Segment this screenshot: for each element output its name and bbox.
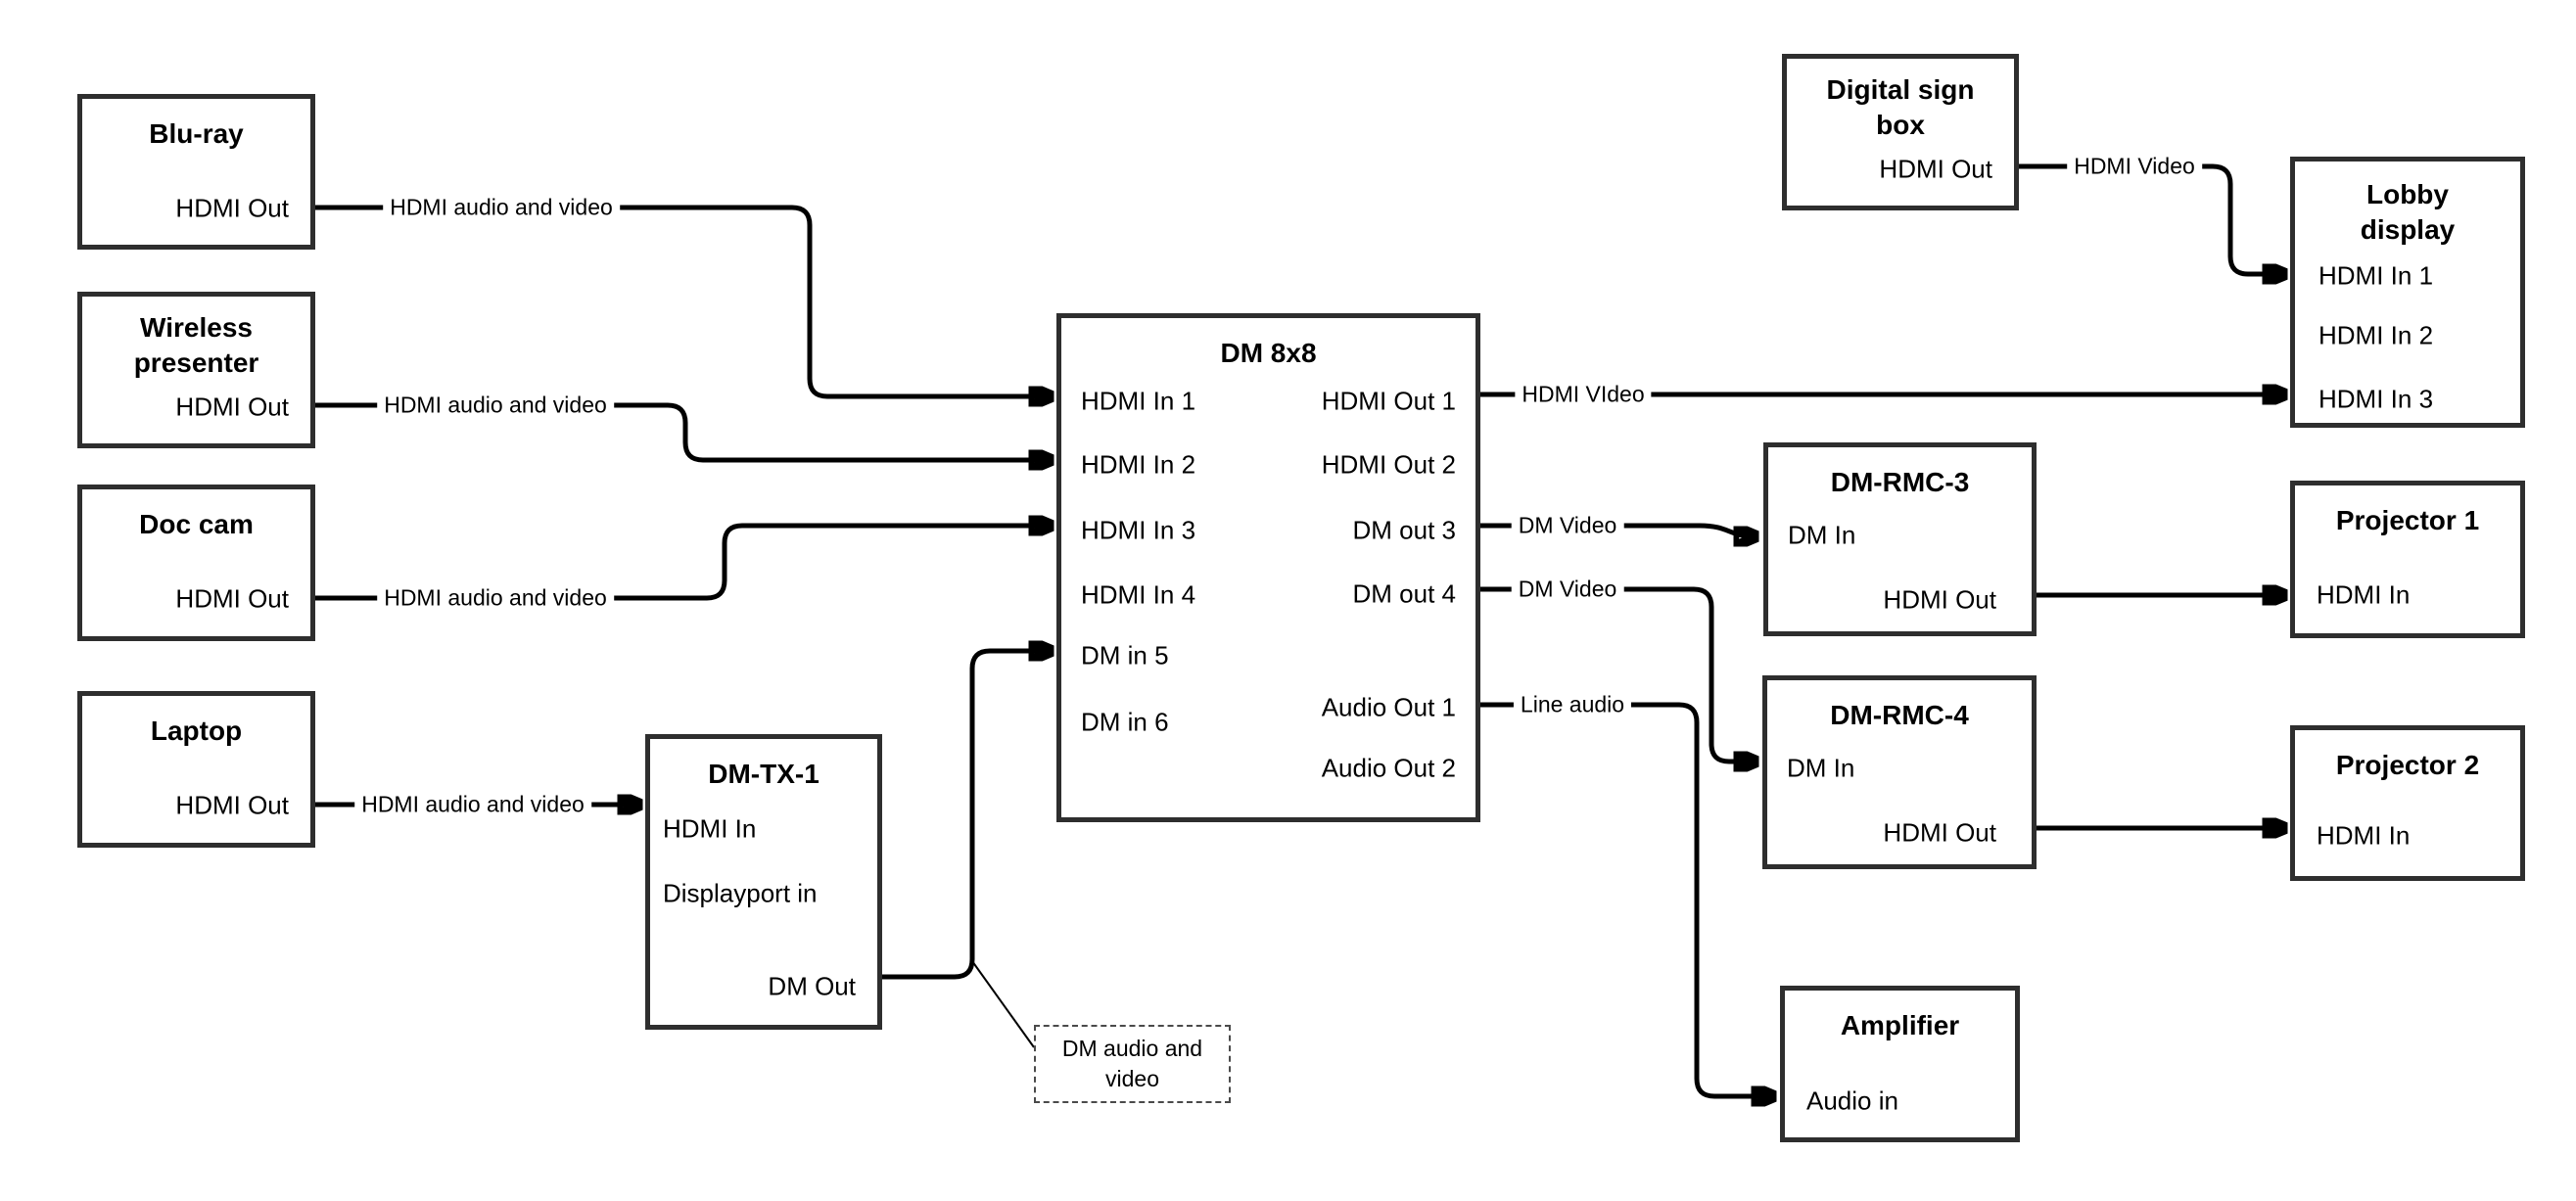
- node-doc-cam: Doc cam HDMI Out: [77, 485, 315, 641]
- port-dm8x8-audio-out-1: Audio Out 1: [1321, 692, 1456, 722]
- node-laptop: Laptop HDMI Out: [77, 691, 315, 848]
- port-dm8x8-hdmi-in-3: HDMI In 3: [1081, 515, 1196, 545]
- port-rmc3-hdmi-out: HDMI Out: [1883, 584, 1996, 615]
- callout-dm-audio-and-video: DM audio and video: [1034, 1025, 1231, 1103]
- node-lobby-display: Lobby display HDMI In 1 HDMI In 2 HDMI I…: [2290, 157, 2525, 428]
- port-dm8x8-hdmi-out-2: HDMI Out 2: [1321, 449, 1456, 480]
- port-dm8x8-hdmi-in-1: HDMI In 1: [1081, 386, 1196, 416]
- node-title: Projector 1: [2335, 505, 2480, 535]
- port-dm8x8-dm-out-4: DM out 4: [1352, 578, 1457, 609]
- port-rmc4-dm-in: DM In: [1787, 753, 1855, 783]
- node-projector-2: Projector 2 HDMI In: [2290, 725, 2525, 881]
- node-projector-1: Projector 1 HDMI In: [2290, 481, 2525, 638]
- wire-dm8x8-aout1-to-amp: [1480, 702, 1772, 1096]
- wire-dm8x8-out4-to-rmc4: [1480, 586, 1755, 762]
- port-dmtx1-displayport-in: Displayport in: [663, 878, 818, 908]
- node-dm-rmc-3: DM-RMC-3 DM In HDMI Out: [1763, 442, 2037, 636]
- node-title: Wireless presenter: [133, 312, 259, 379]
- port-doccam-hdmi-out: HDMI Out: [175, 583, 289, 614]
- node-wireless-presenter: Wireless presenter HDMI Out: [77, 292, 315, 448]
- node-title: DM-RMC-4: [1830, 700, 1969, 730]
- port-laptop-hdmi-out: HDMI Out: [175, 790, 289, 820]
- port-dmtx1-dm-out: DM Out: [768, 971, 856, 1001]
- wire-dm8x8-out3-to-rmc3: [1480, 523, 1755, 536]
- port-dmtx1-hdmi-in: HDMI In: [663, 813, 757, 844]
- node-amplifier: Amplifier Audio in: [1780, 986, 2020, 1142]
- port-proj2-hdmi-in: HDMI In: [2317, 820, 2411, 851]
- port-lobby-hdmi-in-1: HDMI In 1: [2318, 260, 2434, 291]
- wire-dmtx1-to-dm8x8-in5: [882, 651, 1050, 980]
- node-title: DM 8x8: [1220, 338, 1317, 368]
- node-title: Blu-ray: [149, 118, 244, 149]
- port-dm8x8-dm-in-5: DM in 5: [1081, 640, 1169, 670]
- port-rmc4-hdmi-out: HDMI Out: [1883, 817, 1996, 848]
- wire-label-wireless-feed: HDMI audio and video: [377, 392, 614, 419]
- node-title: Lobby display: [2360, 179, 2456, 246]
- wire-label-hdmi-out1-feed: HDMI VIdeo: [1515, 381, 1652, 408]
- port-amp-audio-in: Audio in: [1806, 1086, 1898, 1116]
- node-dm-rmc-4: DM-RMC-4 DM In HDMI Out: [1762, 675, 2037, 869]
- node-title: Laptop: [150, 716, 243, 746]
- wire-wireless-to-dm8x8-in2: [315, 402, 1050, 460]
- wire-label-line-audio: Line audio: [1513, 691, 1632, 718]
- node-title: Amplifier: [1840, 1010, 1960, 1040]
- wire-label-dm-out3-feed: DM Video: [1511, 512, 1624, 539]
- node-title: DM-TX-1: [708, 759, 820, 789]
- node-dm-tx-1: DM-TX-1 HDMI In Displayport in DM Out: [645, 734, 882, 1030]
- node-dm-8x8: DM 8x8 HDMI In 1 HDMI In 2 HDMI In 3 HDM…: [1056, 313, 1480, 822]
- wire-signbox-to-lobby-in1: [2019, 163, 2283, 274]
- port-dm8x8-audio-out-2: Audio Out 2: [1321, 753, 1456, 783]
- wire-bluray-to-dm8x8-in1: [315, 205, 1050, 396]
- node-title: DM-RMC-3: [1830, 467, 1970, 497]
- node-bluray: Blu-ray HDMI Out: [77, 94, 315, 250]
- port-dm8x8-dm-out-3: DM out 3: [1352, 515, 1457, 545]
- port-proj1-hdmi-in: HDMI In: [2317, 579, 2411, 610]
- port-lobby-hdmi-in-2: HDMI In 2: [2318, 320, 2434, 350]
- port-dm8x8-hdmi-in-4: HDMI In 4: [1081, 579, 1196, 610]
- port-lobby-hdmi-in-3: HDMI In 3: [2318, 384, 2434, 414]
- wire-label-doccam-feed: HDMI audio and video: [377, 584, 614, 612]
- wire-label-laptop-feed: HDMI audio and video: [354, 791, 591, 818]
- port-wireless-hdmi-out: HDMI Out: [175, 392, 289, 422]
- port-dm8x8-hdmi-out-1: HDMI Out 1: [1321, 386, 1456, 416]
- wire-label-signbox-feed: HDMI Video: [2067, 153, 2202, 180]
- port-rmc3-dm-in: DM In: [1788, 520, 1856, 550]
- callout-leader-line: [971, 960, 1035, 1048]
- port-dm8x8-hdmi-in-2: HDMI In 2: [1081, 449, 1196, 480]
- wire-label-dm-out4-feed: DM Video: [1511, 576, 1624, 603]
- wire-doccam-to-dm8x8-in3: [315, 526, 1050, 601]
- node-title: Projector 2: [2335, 750, 2480, 780]
- node-title: Doc cam: [139, 509, 254, 539]
- node-digital-sign-box: Digital sign box HDMI Out: [1782, 54, 2019, 210]
- node-title: Digital sign box: [1826, 74, 1975, 141]
- port-dm8x8-dm-in-6: DM in 6: [1081, 707, 1169, 737]
- port-bluray-hdmi-out: HDMI Out: [175, 193, 289, 223]
- port-signbox-hdmi-out: HDMI Out: [1879, 154, 1992, 184]
- wire-label-bluray-feed: HDMI audio and video: [383, 194, 620, 221]
